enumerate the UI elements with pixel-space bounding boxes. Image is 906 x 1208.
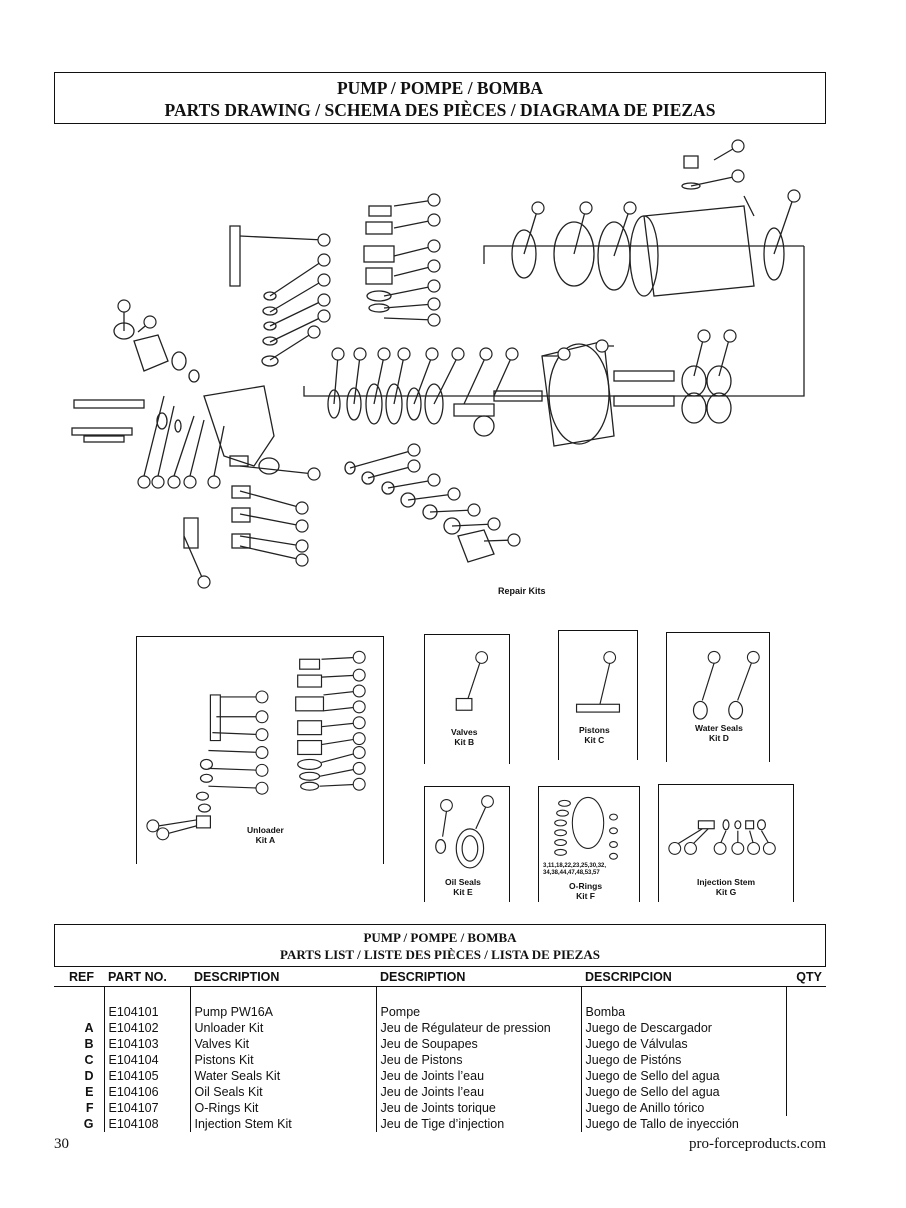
col-header-qty: QTY <box>786 968 826 987</box>
table-header-row: REF PART NO. DESCRIPTION DESCRIPTION DES… <box>54 968 826 987</box>
exploded-view-illustration <box>71 139 805 589</box>
injection-stem-kit-illustration <box>668 819 776 855</box>
table-row: G E104108 Injection Stem Kit Jeu de Tige… <box>54 1116 826 1132</box>
col-header-part-no: PART NO. <box>104 968 190 987</box>
water-seals-kit-illustration <box>692 650 760 720</box>
table-row: D E104105 Water Seals Kit Jeu de Joints … <box>54 1068 826 1084</box>
table-spacer-row <box>54 986 826 1004</box>
kit-f-note: 3,11,18,22,23,25,30,32,34,38,44,47,48,53… <box>543 863 607 876</box>
repair-kits-label: Repair Kits <box>498 586 546 596</box>
drawing-title-line1: PUMP / POMPE / BOMBA <box>336 78 544 98</box>
table-row: E E104106 Oil Seals Kit Jeu de Joints l’… <box>54 1084 826 1100</box>
table-row: F E104107 O-Rings Kit Jeu de Joints tori… <box>54 1100 826 1116</box>
drawing-title-line2: PARTS DRAWING / SCHEMA DES PIÈCES / DIAG… <box>164 100 716 120</box>
table-row: E104101 Pump PW16A Pompe Bomba <box>54 1004 826 1020</box>
parts-list-title-box: PUMP / POMPE / BOMBA PARTS LIST / LISTE … <box>54 924 826 967</box>
website-footer: pro-forceproducts.com <box>688 1136 826 1152</box>
table-row: B E104103 Valves Kit Jeu de Soupapes Jue… <box>54 1036 826 1052</box>
unloader-kit-illustration <box>146 650 366 841</box>
table-row: C E104104 Pistons Kit Jeu de Pistons Jue… <box>54 1052 826 1068</box>
col-header-description-es: DESCRIPCION <box>581 968 786 987</box>
col-header-description-fr: DESCRIPTION <box>376 968 581 987</box>
col-header-description-en: DESCRIPTION <box>190 968 376 987</box>
col-header-ref: REF <box>54 968 104 987</box>
drawing-title-box: PUMP / POMPE / BOMBA PARTS DRAWING / SCH… <box>54 72 826 124</box>
parts-list-title-line1: PUMP / POMPE / BOMBA <box>363 930 517 945</box>
o-rings-kit-illustration <box>554 796 618 860</box>
valves-kit-illustration <box>455 651 489 711</box>
oil-seals-kit-illustration <box>435 795 494 869</box>
parts-list-title-line2: PARTS LIST / LISTE DES PIÈCES / LISTA DE… <box>280 947 600 962</box>
exploded-parts-drawing <box>54 136 826 606</box>
parts-list-table: REF PART NO. DESCRIPTION DESCRIPTION DES… <box>54 968 826 1132</box>
pistons-kit-illustration <box>575 651 621 713</box>
kit-f-panel: 3,11,18,22,23,25,30,32,34,38,44,47,48,53… <box>538 786 640 902</box>
table-row: A E104102 Unloader Kit Jeu de Régulateur… <box>54 1020 826 1036</box>
page-number: 30 <box>54 1136 69 1152</box>
